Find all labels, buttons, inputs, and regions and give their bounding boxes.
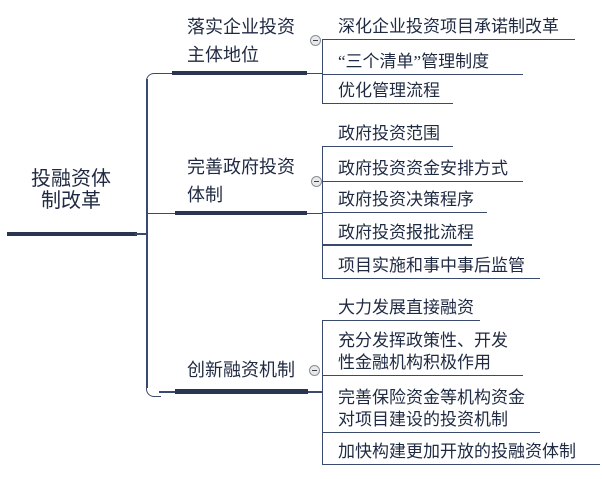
minus-icon [313, 39, 318, 42]
leaf-topic[interactable]: 完善保险资金等机构资金 对项目建设的投资机制 [338, 388, 525, 429]
leaf-underline [322, 145, 453, 147]
collapse-button[interactable] [311, 176, 322, 187]
collapse-button[interactable] [309, 365, 320, 376]
minus-icon [312, 369, 317, 372]
trunk-bottom-corner-line [146, 386, 161, 397]
leaf-underline [322, 244, 472, 246]
leaf-topic[interactable]: 政府投资资金安排方式 [338, 159, 508, 178]
leaf-underline [322, 211, 487, 213]
leaf-topic[interactable]: 政府投资报批流程 [338, 223, 474, 242]
branch-underline [172, 70, 307, 75]
branch-topic-2[interactable]: 完善政府投资 体制 [187, 157, 295, 205]
branch-underline [175, 210, 307, 215]
leaf-underline [322, 38, 575, 40]
leaf-topic[interactable]: 充分发挥政策性、开发 性金融机构积极作用 [338, 331, 508, 372]
leaf-topic[interactable]: “三个清单”管理制度 [338, 52, 490, 71]
leaf-underline [322, 431, 540, 433]
branch-topic-1[interactable]: 落实企业投资 主体地位 [187, 17, 295, 65]
leaf-underline [322, 374, 523, 376]
root-connector-line [135, 233, 148, 235]
trunk-top-corner-line [146, 72, 161, 83]
root-underline [7, 231, 137, 236]
branch-underline [175, 389, 308, 394]
leaf-topic[interactable]: 项目实施和事中事后监管 [338, 256, 525, 275]
leaf-underline [322, 277, 540, 279]
leaf-topic[interactable]: 大力发展直接融资 [338, 298, 474, 317]
child-spine-line [321, 320, 323, 465]
collapse-button[interactable] [310, 35, 321, 46]
leaf-underline [322, 463, 600, 465]
minus-icon [314, 180, 319, 183]
root-topic[interactable]: 投融资体 制改革 [31, 168, 111, 212]
leaf-topic[interactable]: 加快构建更加开放的投融资体制 [338, 442, 576, 461]
child-spine-line [321, 39, 323, 104]
leaf-topic[interactable]: 深化企业投资项目承诺制改革 [338, 17, 559, 36]
leaf-underline [322, 73, 523, 75]
branch-topic-3[interactable]: 创新融资机制 [187, 360, 295, 380]
leaf-topic[interactable]: 政府投资决策程序 [338, 190, 474, 209]
leaf-underline [322, 319, 480, 321]
leaf-topic[interactable]: 优化管理流程 [338, 81, 440, 100]
leaf-underline [322, 180, 523, 182]
leaf-underline [322, 102, 453, 104]
trunk-line [146, 79, 148, 388]
leaf-topic[interactable]: 政府投资范围 [338, 124, 440, 143]
